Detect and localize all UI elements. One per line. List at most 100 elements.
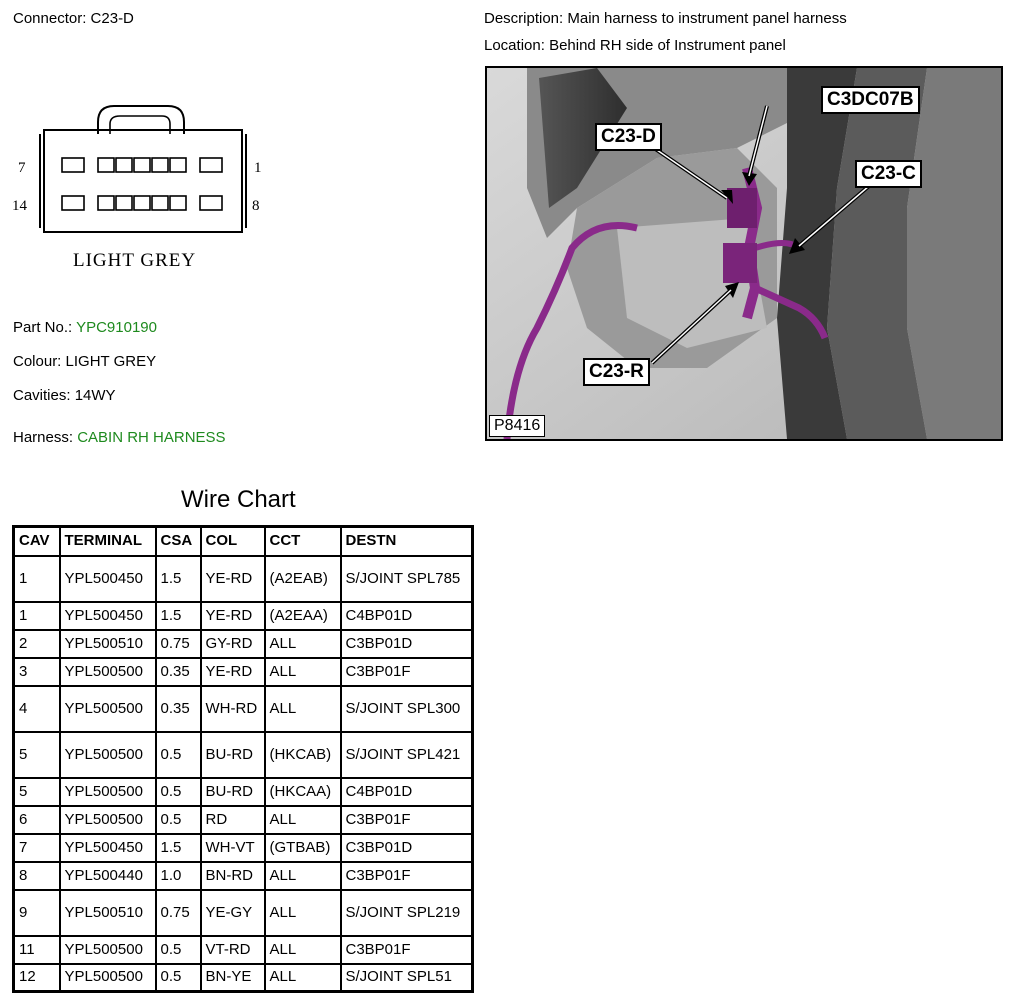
description-value: Main harness to instrument panel harness	[567, 10, 847, 27]
cell-col: BN-RD	[199, 860, 266, 891]
cell-cct: (HKCAB)	[263, 730, 342, 779]
cell-cav: 3	[12, 656, 61, 687]
callout-c23-r: C23-R	[583, 358, 650, 386]
cavities-line: Cavities: 14WY	[13, 387, 116, 404]
cell-col: WH-RD	[199, 684, 266, 733]
cell-terminal: YPL500510	[58, 888, 157, 937]
cell-terminal: YPL500500	[58, 730, 157, 779]
cell-destn: C3BP01F	[339, 804, 474, 835]
cell-cav: 6	[12, 804, 61, 835]
harness-link[interactable]: CABIN RH HARNESS	[77, 429, 226, 446]
location-photo: C3DC07B C23-D C23-C C23-R P8416	[485, 66, 1003, 441]
cell-csa: 1.5	[154, 554, 202, 603]
cell-destn: S/JOINT SPL300	[339, 684, 474, 733]
location-label: Location:	[484, 37, 545, 54]
cell-col: BN-YE	[199, 962, 266, 993]
callout-c3dc07b: C3DC07B	[821, 86, 920, 114]
cell-col: BU-RD	[199, 730, 266, 779]
harness-line: Harness: CABIN RH HARNESS	[13, 429, 226, 446]
connector-colour-caption: LIGHT GREY	[73, 250, 196, 271]
cell-csa: 1.5	[154, 832, 202, 863]
pin-label-14: 14	[12, 198, 28, 214]
description-label: Description:	[484, 10, 564, 27]
column-header-terminal: TERMINAL	[58, 525, 157, 557]
cell-col: GY-RD	[199, 628, 266, 659]
cell-cav: 1	[12, 554, 61, 603]
photo-id-label: P8416	[489, 415, 546, 437]
harness-label: Harness:	[13, 429, 74, 446]
cell-cav: 8	[12, 860, 61, 891]
cell-destn: C4BP01D	[339, 776, 474, 807]
part-no-line: Part No.: YPC910190	[13, 319, 157, 336]
cell-csa: 0.5	[154, 730, 202, 779]
colour-label: Colour:	[13, 353, 62, 370]
part-no-link[interactable]: YPC910190	[76, 319, 157, 336]
location-value: Behind RH side of Instrument panel	[549, 37, 786, 54]
cell-cav: 9	[12, 888, 61, 937]
connector-face-diagram: 7 1 14 8 LIGHT GREY	[10, 100, 270, 280]
cell-destn: S/JOINT SPL219	[339, 888, 474, 937]
cell-terminal: YPL500440	[58, 860, 157, 891]
cell-col: VT-RD	[199, 934, 266, 965]
cell-cav: 2	[12, 628, 61, 659]
cell-cav: 5	[12, 776, 61, 807]
cell-terminal: YPL500500	[58, 776, 157, 807]
callout-c23-d: C23-D	[595, 123, 662, 151]
cell-cct: ALL	[263, 684, 342, 733]
colour-value: LIGHT GREY	[65, 353, 157, 370]
cell-csa: 1.0	[154, 860, 202, 891]
cell-destn: C3BP01F	[339, 656, 474, 687]
cell-cav: 7	[12, 832, 61, 863]
cavities-value: 14WY	[74, 387, 116, 404]
cell-terminal: YPL500500	[58, 962, 157, 993]
pin-label-7: 7	[18, 160, 26, 176]
cell-csa: 0.75	[154, 628, 202, 659]
pin-label-1: 1	[254, 160, 262, 176]
connector-label: Connector:	[13, 10, 87, 27]
description-line: Description: Main harness to instrument …	[484, 10, 847, 27]
pin-label-8: 8	[252, 198, 260, 214]
cell-cct: ALL	[263, 804, 342, 835]
column-header-destn: DESTN	[339, 525, 474, 557]
cell-csa: 0.75	[154, 888, 202, 937]
part-no-label: Part No.:	[13, 319, 73, 336]
cell-destn: C4BP01D	[339, 600, 474, 631]
cell-col: YE-GY	[199, 888, 266, 937]
column-header-csa: CSA	[154, 525, 202, 557]
cell-col: BU-RD	[199, 776, 266, 807]
cell-destn: S/JOINT SPL421	[339, 730, 474, 779]
cell-col: RD	[199, 804, 266, 835]
cell-terminal: YPL500450	[58, 554, 157, 603]
location-photo-illustration	[487, 68, 1001, 439]
cell-cct: ALL	[263, 628, 342, 659]
cell-col: YE-RD	[199, 600, 266, 631]
cell-col: YE-RD	[199, 554, 266, 603]
connector-line: Connector: C23-D	[13, 10, 134, 27]
cell-csa: 0.5	[154, 776, 202, 807]
cell-cct: ALL	[263, 888, 342, 937]
cell-destn: S/JOINT SPL51	[339, 962, 474, 993]
cell-destn: C3BP01F	[339, 860, 474, 891]
cell-cct: ALL	[263, 656, 342, 687]
cell-csa: 0.35	[154, 684, 202, 733]
column-header-cct: CCT	[263, 525, 342, 557]
cell-cav: 11	[12, 934, 61, 965]
cell-terminal: YPL500500	[58, 934, 157, 965]
cell-terminal: YPL500500	[58, 656, 157, 687]
column-header-cav: CAV	[12, 525, 61, 557]
connector-value: C23-D	[90, 10, 134, 27]
cell-cct: ALL	[263, 962, 342, 993]
cell-terminal: YPL500450	[58, 600, 157, 631]
